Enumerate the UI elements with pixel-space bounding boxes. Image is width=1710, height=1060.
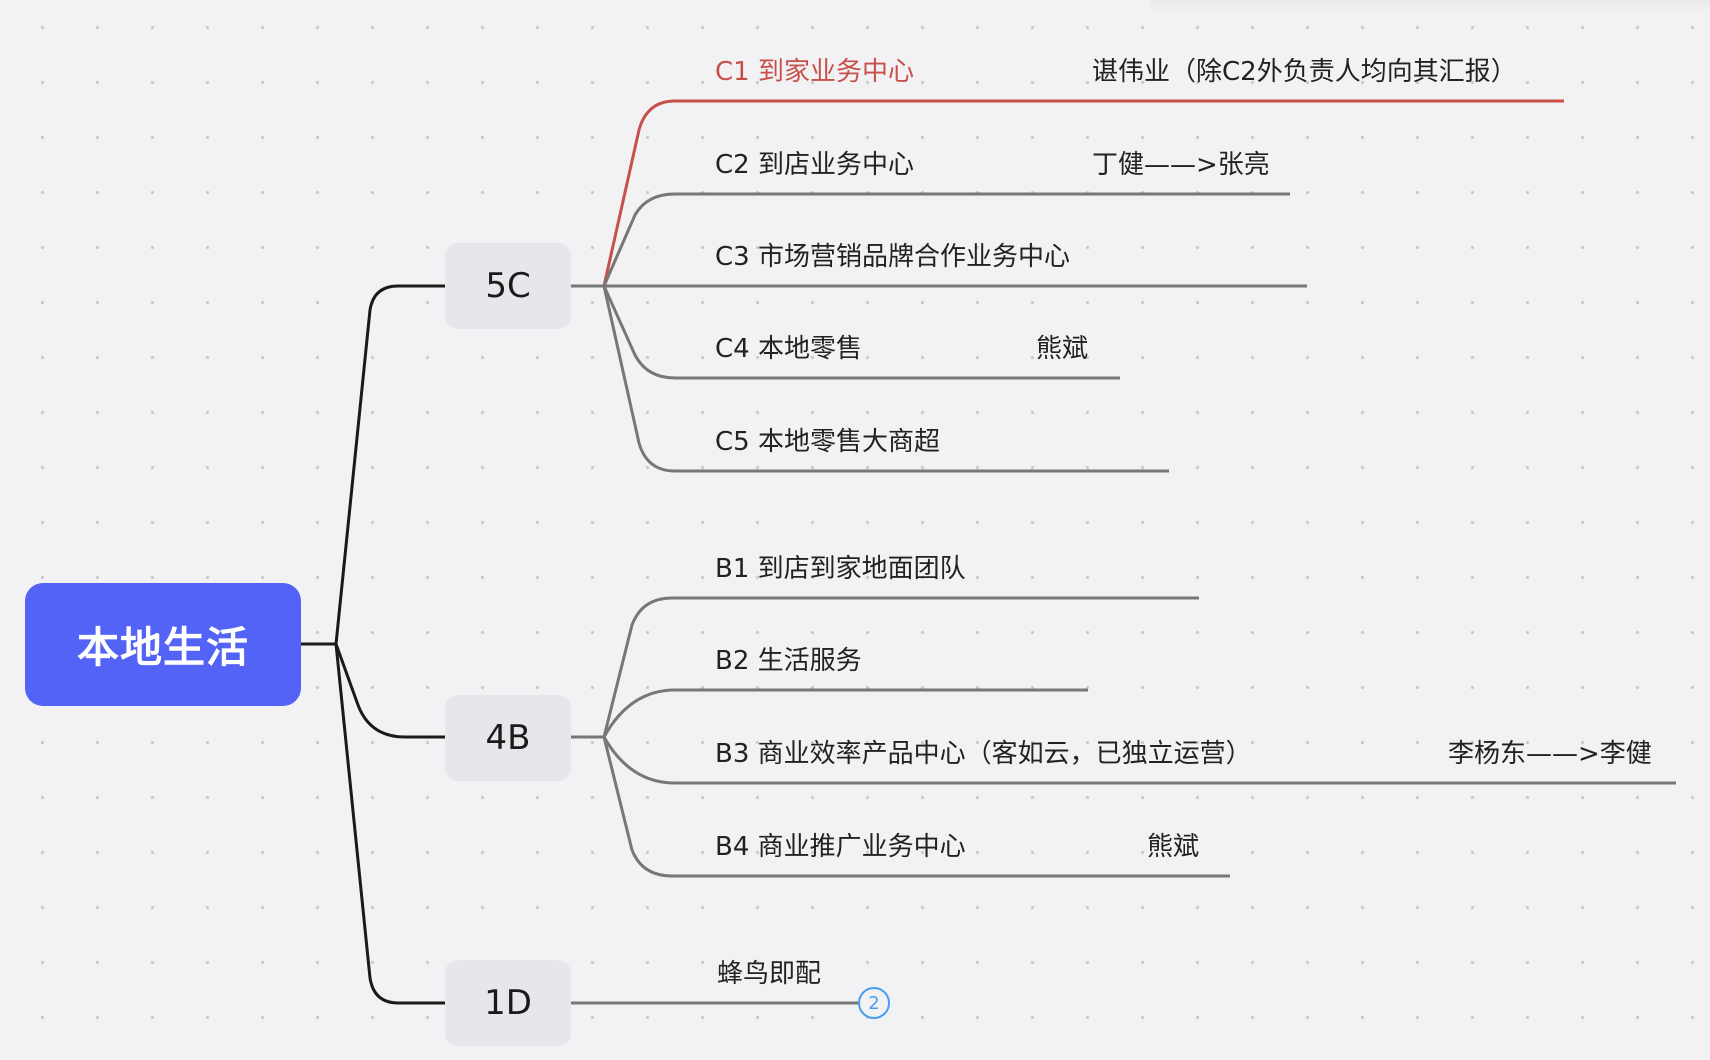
group-node-4b[interactable]: 4B — [445, 695, 571, 781]
topic-c5[interactable]: C5 本地零售大商超 — [715, 427, 940, 457]
topic-c4[interactable]: C4 本地零售 — [715, 334, 862, 364]
root-label: 本地生活 — [76, 623, 249, 672]
topic-b1[interactable]: B1 到店到家地面团队 — [715, 554, 966, 584]
connector-root-1d — [334, 643, 445, 1005]
topic-b2[interactable]: B2 生活服务 — [715, 646, 862, 676]
connector-b1 — [602, 596, 1199, 738]
topic-c4-note: 熊斌 — [1036, 334, 1089, 364]
group-node-1d[interactable]: 1D — [445, 960, 571, 1046]
connector-b4 — [602, 736, 1230, 878]
collapsed-count-badge[interactable]: 2 — [858, 987, 890, 1019]
connector-c1 — [602, 99, 1564, 287]
topic-b4[interactable]: B4 商业推广业务中心 — [715, 832, 966, 862]
group-label: 5C — [485, 266, 531, 306]
root-node[interactable]: 本地生活 — [25, 583, 301, 706]
topic-d1[interactable]: 蜂鸟即配 — [717, 959, 822, 989]
connector-b3 — [602, 736, 1676, 785]
connector-c5 — [602, 285, 1169, 473]
group-label: 1D — [484, 983, 532, 1023]
group-label: 4B — [485, 718, 531, 758]
topic-b4-note: 熊斌 — [1147, 832, 1200, 862]
group-node-5c[interactable]: 5C — [445, 243, 571, 329]
topic-c1-note: 谌伟业（除C2外负责人均向其汇报） — [1092, 57, 1517, 87]
connector-c4 — [602, 285, 1120, 380]
toolbar-shadow — [1150, 0, 1710, 14]
connector-root-4b — [334, 643, 445, 739]
topic-c2[interactable]: C2 到店业务中心 — [715, 150, 914, 180]
connector-c2 — [602, 192, 1290, 287]
topic-c3[interactable]: C3 市场营销品牌合作业务中心 — [715, 242, 1070, 272]
topic-c2-note: 丁健——>张亮 — [1092, 150, 1270, 180]
connector-b2 — [602, 688, 1088, 738]
topic-c1[interactable]: C1 到家业务中心 — [715, 57, 914, 87]
connector-root-5c — [301, 284, 445, 646]
topic-b3[interactable]: B3 商业效率产品中心（客如云，已独立运营） — [715, 739, 1252, 769]
topic-b3-note: 李杨东——>李健 — [1448, 739, 1652, 769]
